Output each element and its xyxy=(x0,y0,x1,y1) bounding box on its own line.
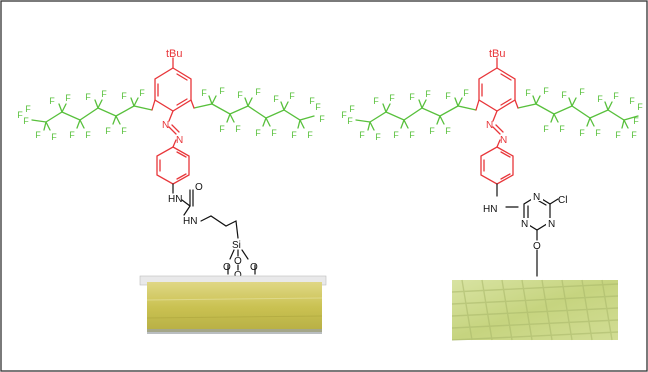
fluorine-atom: F xyxy=(429,126,435,136)
fluorine-atom: F xyxy=(629,96,635,106)
fluorine-atom: F xyxy=(69,130,75,140)
right-triazine-n-top: N xyxy=(533,192,540,203)
right-hn-label: HN xyxy=(483,204,497,215)
left-urea-nh-bottom: HN xyxy=(183,216,197,227)
right-surface-image xyxy=(451,279,619,341)
fluorine-atom: F xyxy=(631,130,637,140)
right-triazine-n-right: N xyxy=(548,219,555,230)
left-urea-linker xyxy=(172,183,256,275)
right-fluorous-chains xyxy=(355,95,639,131)
fluorine-atom: F xyxy=(349,104,355,114)
fluorine-atom: F xyxy=(543,124,549,134)
right-cl-label: Cl xyxy=(558,195,567,206)
fluorine-atom: F xyxy=(35,130,41,140)
fluorine-atom: F xyxy=(271,128,277,138)
fluorine-atom: F xyxy=(637,102,643,112)
left-azobenzene xyxy=(151,57,195,185)
fluorine-atom: F xyxy=(85,130,91,140)
fluorine-atom: F xyxy=(105,126,111,136)
fluorine-atom: F xyxy=(289,91,295,101)
fluorine-atom: F xyxy=(121,126,127,136)
right-triazine xyxy=(496,183,559,277)
fluorine-atom: F xyxy=(633,116,639,126)
fluorine-atom: F xyxy=(237,90,243,100)
left-o-center-lower: O xyxy=(234,270,242,281)
fluorine-atom: F xyxy=(101,89,107,99)
fluorine-atom: F xyxy=(309,96,315,106)
fluorine-atom: F xyxy=(85,92,91,102)
fluorine-atom: F xyxy=(291,130,297,140)
left-si-label: Si xyxy=(232,240,241,251)
fluorine-atom: F xyxy=(359,130,365,140)
fluorine-atom: F xyxy=(561,90,567,100)
fluorine-atom: F xyxy=(525,88,531,98)
fluorine-atom: F xyxy=(255,128,261,138)
fluorine-atom: F xyxy=(319,114,325,124)
fluorine-atom: F xyxy=(49,96,55,106)
left-azo-n2: N xyxy=(176,135,183,146)
fluorine-atom: F xyxy=(121,91,127,101)
fluorine-atom: F xyxy=(139,88,145,98)
fluorine-atom: F xyxy=(373,96,379,106)
left-o-center-upper: O xyxy=(234,256,242,267)
left-surface-image xyxy=(139,275,327,334)
fluorine-atom: F xyxy=(613,91,619,101)
fluorine-atom: F xyxy=(389,93,395,103)
fluorine-atom: F xyxy=(235,124,241,134)
fluorine-atom: F xyxy=(219,86,225,96)
fluorine-atom: F xyxy=(375,132,381,142)
fluorine-atom: F xyxy=(315,102,321,112)
fluorine-atom: F xyxy=(559,124,565,134)
fluorine-atom: F xyxy=(201,88,207,98)
right-azobenzene xyxy=(475,57,519,185)
left-tbu-label: tBu xyxy=(166,48,183,60)
fluorine-atom: F xyxy=(543,86,549,96)
fluorine-atom: F xyxy=(615,130,621,140)
left-urea-oxygen: O xyxy=(195,182,203,193)
fluorine-atom: F xyxy=(341,110,347,120)
fluorine-atom: F xyxy=(409,130,415,140)
left-azo-n1: N xyxy=(162,120,169,131)
fluorine-atom: F xyxy=(393,130,399,140)
right-tbu-label: tBu xyxy=(489,48,506,60)
fluorine-atom: F xyxy=(579,87,585,97)
fluorine-atom: F xyxy=(445,91,451,101)
fluorine-atom: F xyxy=(23,116,29,126)
fluorine-atom: F xyxy=(17,110,23,120)
fluorine-atom: F xyxy=(219,124,225,134)
fluorine-atom: F xyxy=(255,87,261,97)
fluorine-atom: F xyxy=(409,92,415,102)
fluorine-atom: F xyxy=(307,130,313,140)
fluorine-atom: F xyxy=(65,93,71,103)
right-azo-n2: N xyxy=(500,135,507,146)
right-triazine-n-left: N xyxy=(521,219,528,230)
fluorine-atom: F xyxy=(463,88,469,98)
fluorine-atom: F xyxy=(597,94,603,104)
right-azo-n1: N xyxy=(486,120,493,131)
left-o-left: O xyxy=(223,262,231,273)
fluorine-atom: F xyxy=(51,132,57,142)
fluorine-atom: F xyxy=(445,126,451,136)
left-fluorous-chains xyxy=(31,95,315,131)
fluorine-atom: F xyxy=(579,128,585,138)
left-urea-nh-top: HN xyxy=(168,194,182,205)
left-o-right: O xyxy=(250,262,258,273)
fluorine-atom: F xyxy=(425,89,431,99)
fluorine-atom: F xyxy=(273,94,279,104)
right-o-label: O xyxy=(533,241,541,252)
fluorine-atom: F xyxy=(347,116,353,126)
fluorine-atom: F xyxy=(595,128,601,138)
fluorine-atom: F xyxy=(25,104,31,114)
